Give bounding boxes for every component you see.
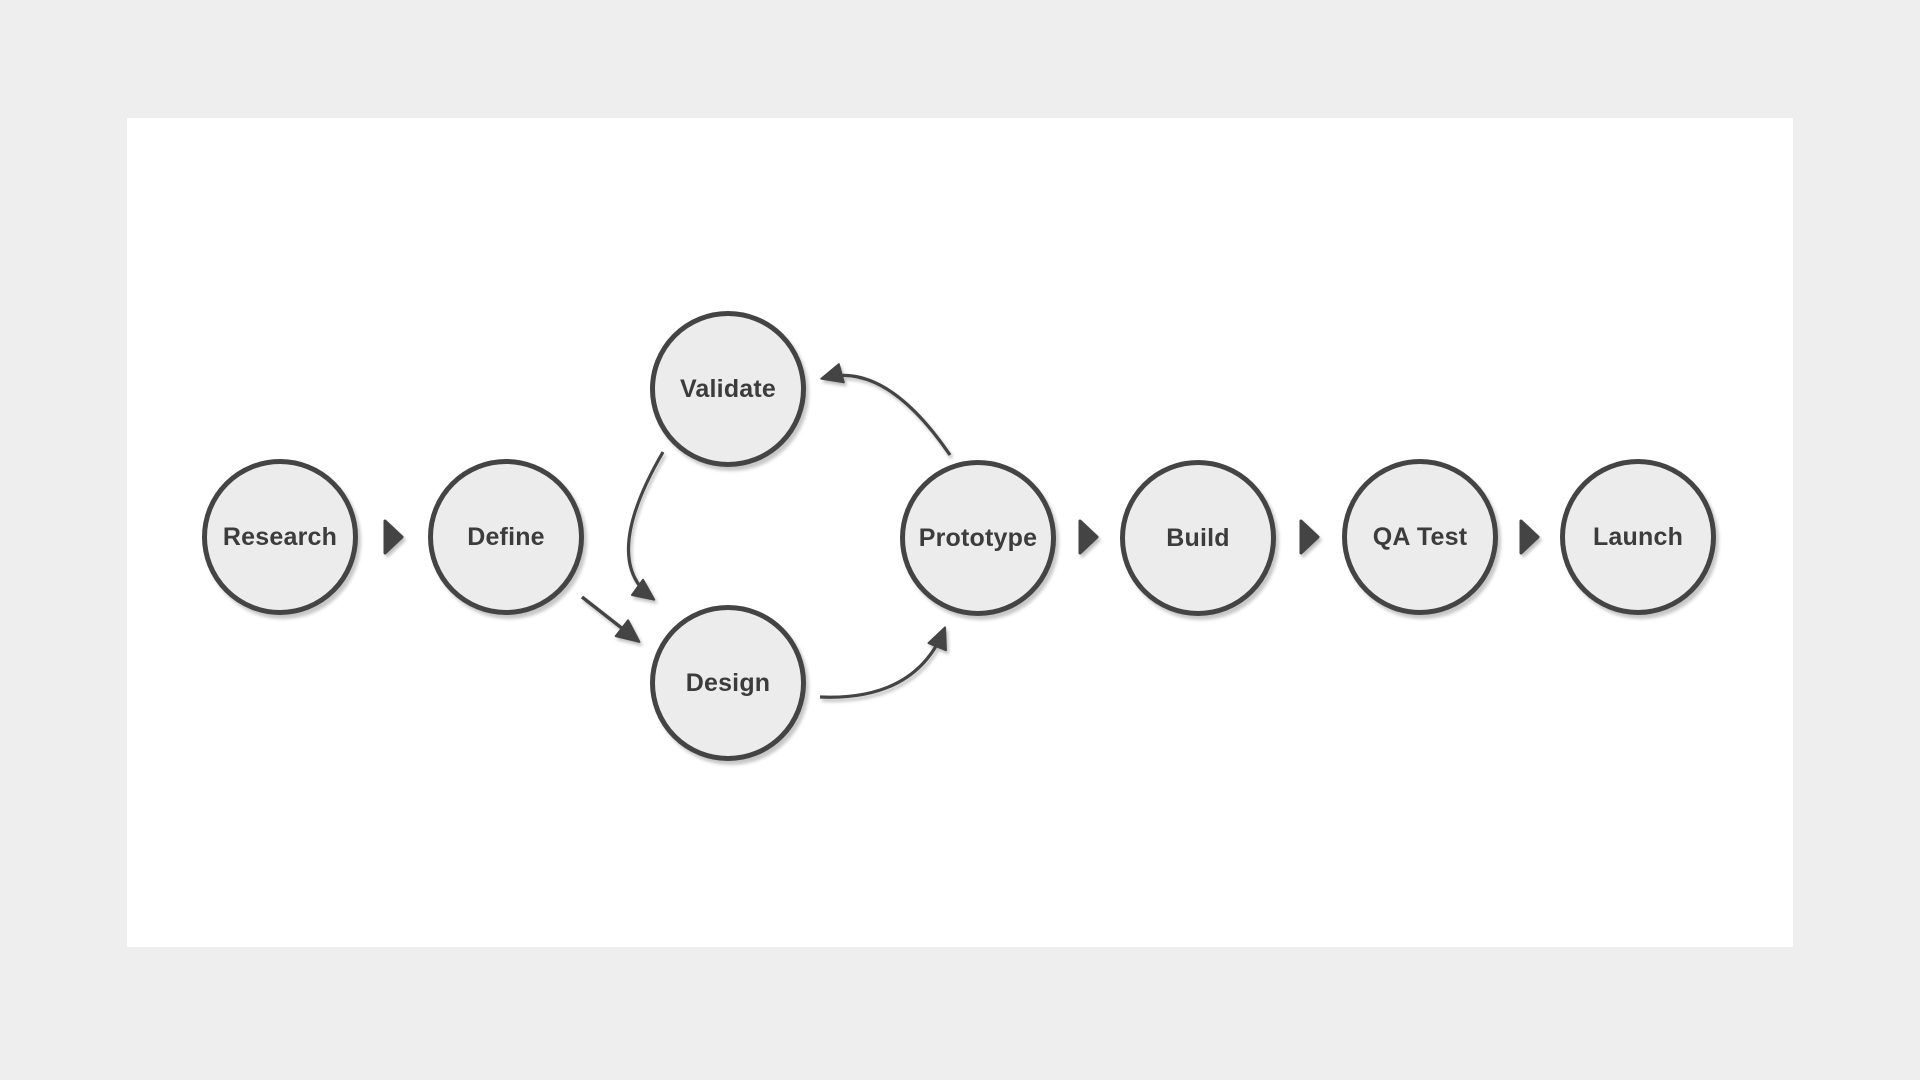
- node-design[interactable]: Design: [650, 605, 806, 761]
- node-research[interactable]: Research: [202, 459, 358, 615]
- node-label: Prototype: [918, 523, 1038, 552]
- node-label: Define: [467, 522, 545, 551]
- node-label: Research: [222, 522, 338, 551]
- node-define[interactable]: Define: [428, 459, 584, 615]
- node-validate[interactable]: Validate: [650, 311, 806, 467]
- node-label: QA Test: [1372, 522, 1468, 551]
- node-label: Validate: [679, 374, 777, 403]
- node-qa-test[interactable]: QA Test: [1342, 459, 1498, 615]
- node-label: Launch: [1592, 522, 1684, 551]
- node-label: Design: [685, 668, 771, 697]
- node-prototype[interactable]: Prototype: [900, 460, 1056, 616]
- node-launch[interactable]: Launch: [1560, 459, 1716, 615]
- node-label: Build: [1166, 523, 1230, 552]
- node-build[interactable]: Build: [1120, 460, 1276, 616]
